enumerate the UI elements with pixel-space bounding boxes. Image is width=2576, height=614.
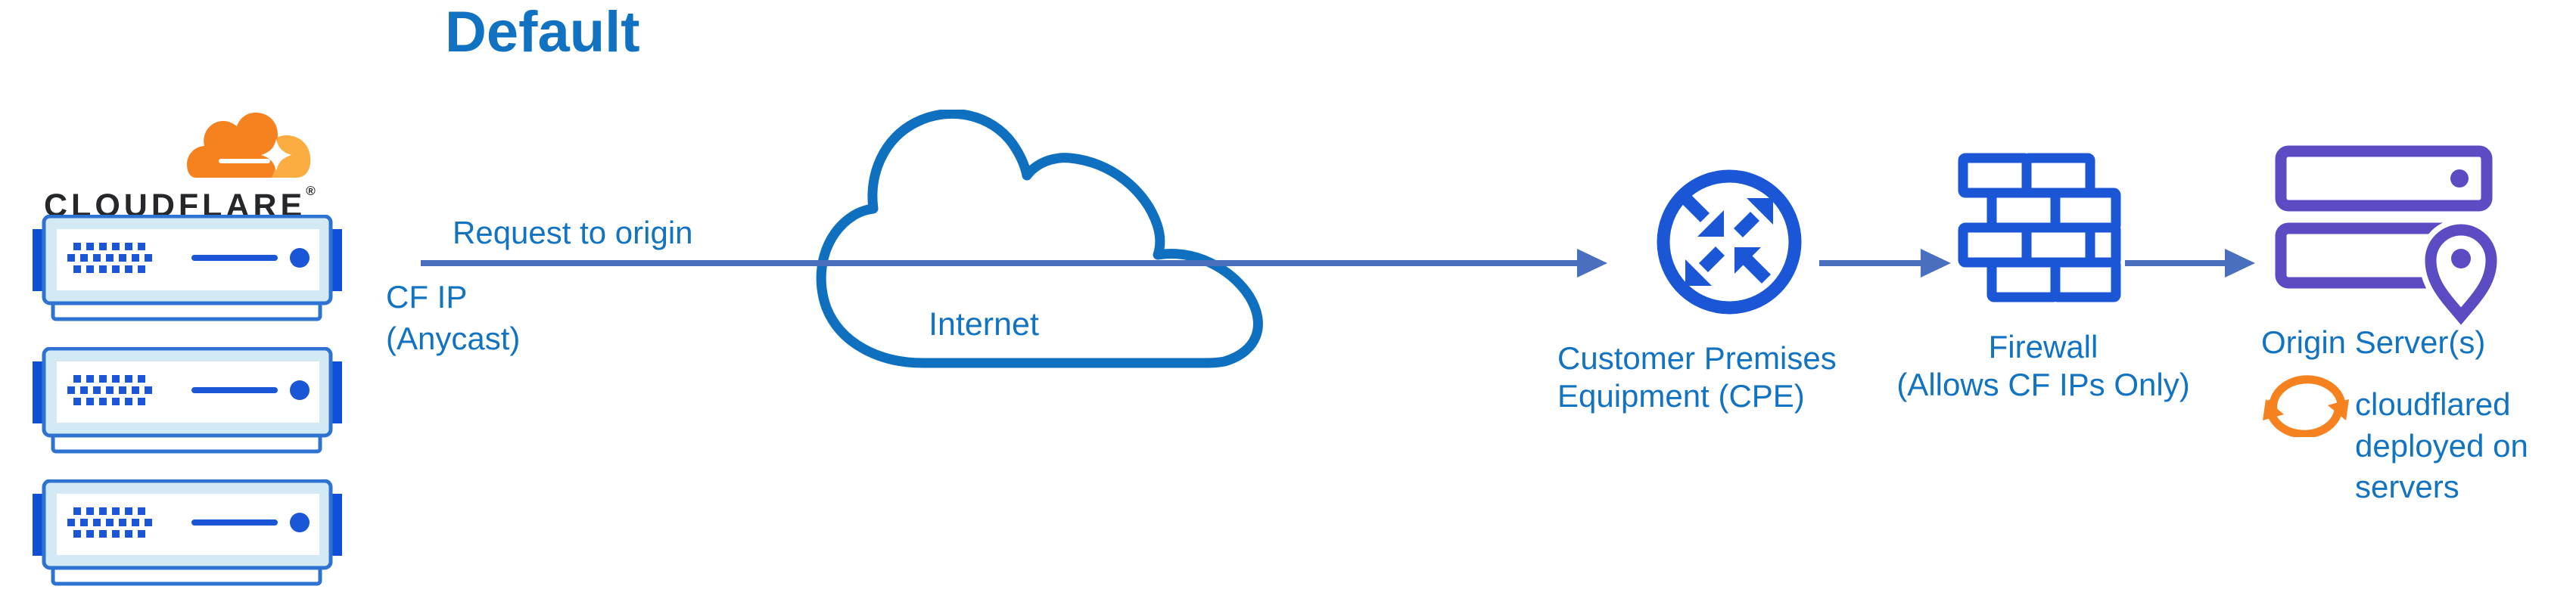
internet-label: Internet (929, 306, 1039, 343)
arrowhead-cpe-to-firewall (1921, 249, 1951, 278)
cf-ip-anycast-label: CF IP (Anycast) (386, 279, 521, 356)
connector-cf-to-cpe (421, 260, 1577, 266)
cloudflared-note: cloudflared deployed on servers (2355, 386, 2528, 505)
cf-server-icon (29, 215, 347, 322)
firewall-label: Firewall (Allows CF IPs Only) (1896, 329, 2190, 403)
cloudflare-logo (187, 112, 313, 178)
diagram-title: Default (445, 0, 640, 64)
firewall-icon (1957, 153, 2123, 304)
request-to-origin-label: Request to origin (453, 215, 693, 250)
connector-firewall-to-origin (2125, 260, 2225, 266)
origin-servers-label: Origin Server(s) (2261, 324, 2486, 360)
cpe-label: Customer Premises Equipment (CPE) (1557, 340, 1837, 414)
connector-cpe-to-firewall (1819, 260, 1921, 266)
cloudflare-cloud-icon (187, 112, 311, 178)
cf-server-icon (29, 347, 347, 454)
cpe-icon (1650, 163, 1809, 321)
registered-mark: ® (306, 184, 316, 198)
cf-server-icon (29, 479, 347, 587)
origin-servers-icon (2273, 145, 2500, 325)
arrowhead-cf-to-cpe (1577, 249, 1607, 278)
internet-cloud-icon (810, 110, 1275, 374)
sync-icon (2261, 371, 2350, 437)
arrowhead-firewall-to-origin (2225, 249, 2255, 278)
